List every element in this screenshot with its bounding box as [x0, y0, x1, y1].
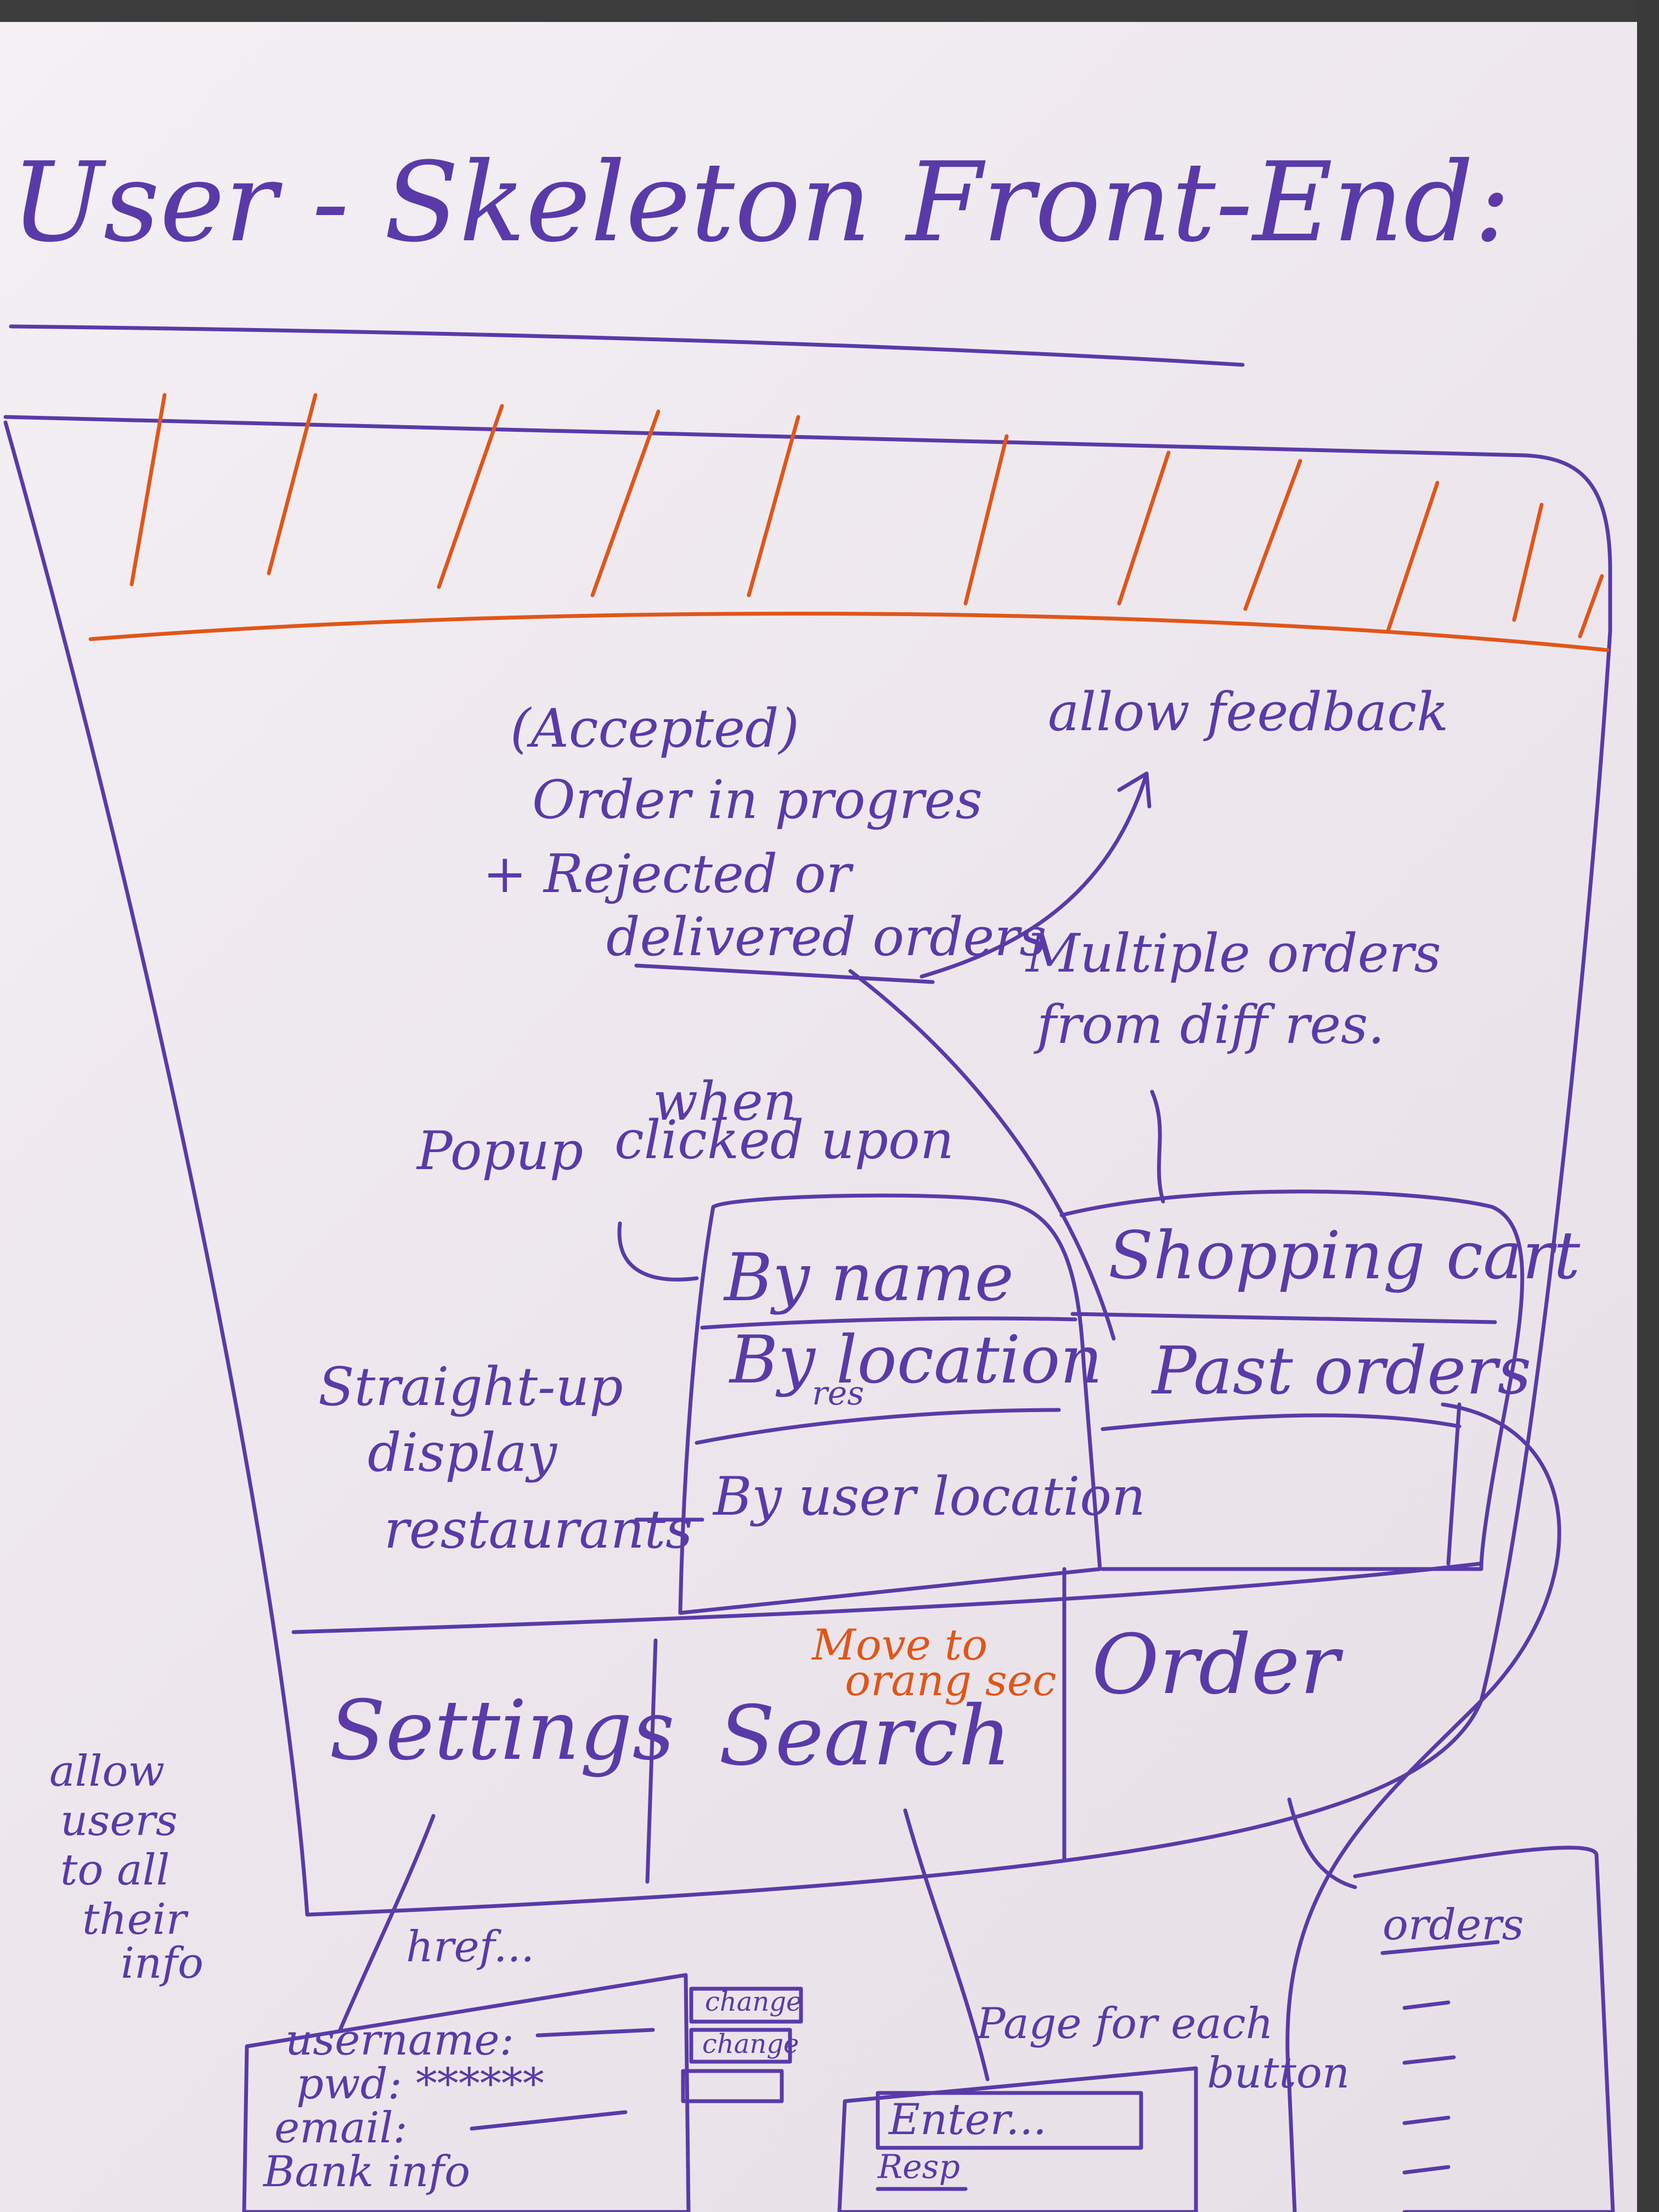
nav-divider-1	[645, 1638, 658, 1884]
page-for-each-label: Page for each	[977, 1999, 1273, 2049]
settings-to-form	[338, 1814, 436, 2032]
popup-divider-2	[695, 1408, 1061, 1445]
orders-heading: orders	[1383, 1900, 1524, 1950]
settings-form-box	[242, 1973, 691, 2212]
multiple-orders-line2: from diff res.	[1037, 994, 1385, 1056]
form-line-1	[535, 2028, 655, 2038]
order-in-progress-label: Order in progres	[532, 769, 983, 831]
order-item-2	[1402, 2055, 1456, 2065]
delivered-underline	[634, 963, 935, 984]
nav-settings: Settings	[329, 1683, 675, 1779]
orders-underline	[1380, 1940, 1500, 1955]
board-frame-right	[1637, 0, 1659, 2212]
delivered-to-past-arrow	[848, 969, 1116, 1341]
order-to-page-arrow	[1287, 1797, 1357, 1889]
by-location-option: By location	[730, 1322, 1103, 1398]
order-item-3	[1402, 2115, 1451, 2125]
cart-divider-1	[1070, 1312, 1497, 1324]
search-to-page	[903, 1808, 990, 2081]
search-enter: Enter...	[889, 2095, 1047, 2145]
enter-box	[876, 2091, 1143, 2150]
popup-hook-arrow	[617, 1221, 699, 1282]
popup-divider-1	[700, 1316, 1077, 1330]
multiple-orders-line1: Multiple orders	[1026, 923, 1441, 984]
search-page-box	[837, 2066, 1198, 2212]
allow-users-line4: their	[82, 1895, 187, 1944]
header-bar-line	[88, 612, 1610, 652]
by-name-option: By name	[724, 1240, 1014, 1316]
board-title: User - Skeleton Front-End:	[11, 139, 1511, 267]
allow-users-line2: users	[60, 1796, 178, 1846]
phone-outline	[3, 415, 1612, 1917]
straight-up-line3: restaurants	[384, 1499, 693, 1560]
form-username: username:	[285, 2016, 514, 2065]
rejected-label: + Rejected or	[483, 843, 851, 905]
title-underline	[9, 324, 1245, 367]
button-label: button	[1207, 2049, 1350, 2098]
change-box-3	[681, 2069, 784, 2103]
cart-panel-box	[1059, 1189, 1525, 1571]
form-bank: Bank info	[263, 2147, 471, 2197]
nav-search: Search	[719, 1689, 1012, 1784]
order-item-1	[1402, 2000, 1451, 2010]
move-to-label-2: orang sec	[845, 1656, 1057, 1706]
nav-order: Order	[1092, 1617, 1340, 1713]
form-email: email:	[274, 2103, 408, 2153]
search-resp: Resp	[878, 2148, 960, 2186]
cart-divider-2	[1101, 1413, 1462, 1431]
shopping-cart-item: Shopping cart	[1108, 1218, 1581, 1294]
change-box-2	[689, 2028, 792, 2064]
delivered-label: delivered orders	[606, 906, 1047, 968]
order-item-4	[1402, 2165, 1451, 2175]
past-orders-item: Past orders	[1152, 1333, 1532, 1409]
popup-label: Popup	[417, 1120, 584, 1182]
search-popup-box	[678, 1193, 1102, 1615]
header-hatching	[129, 393, 1604, 639]
feedback-arrow	[919, 771, 1149, 979]
multiple-orders-arrow	[1150, 1090, 1165, 1204]
board-frame-top	[0, 0, 1659, 22]
form-line-2	[470, 2110, 628, 2131]
by-user-location-option: By user location	[713, 1466, 1146, 1527]
feedback-arrowhead	[1117, 771, 1152, 809]
allow-users-line1: allow	[49, 1747, 165, 1796]
allow-feedback-label: allow feedback	[1048, 681, 1449, 743]
allow-users-line3: to all	[60, 1846, 170, 1895]
order-page-box	[1353, 1846, 1615, 2212]
when-label: when	[653, 1071, 797, 1132]
cart-divider-3	[1446, 1402, 1462, 1566]
accepted-label: (Accepted)	[510, 698, 799, 759]
change-1: change	[705, 1987, 802, 2017]
change-box-1	[689, 1987, 803, 2024]
nav-top-line	[291, 1561, 1483, 1634]
clicked-upon-label: clicked upon	[614, 1109, 954, 1171]
move-to-label-1: Move to	[812, 1621, 988, 1670]
href-label: href...	[406, 1922, 535, 1972]
change-2: change	[702, 2029, 799, 2059]
by-location-sub: res	[812, 1374, 864, 1413]
allow-users-line5: info	[121, 1939, 204, 1988]
straight-up-line2: display	[368, 1422, 557, 1483]
past-orders-loop	[1285, 1402, 1561, 2212]
form-pwd: pwd: ******	[296, 2059, 544, 2109]
straight-up-line1: Straight-up	[318, 1356, 623, 1418]
